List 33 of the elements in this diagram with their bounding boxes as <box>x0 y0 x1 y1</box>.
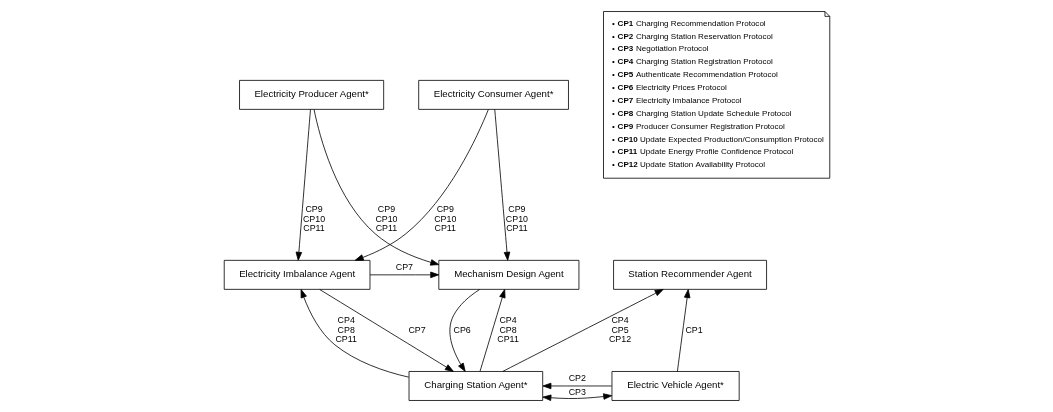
edge-label: CP9 CP10 CP11 <box>505 203 528 234</box>
arrow <box>676 289 690 372</box>
edge-label: CP4 CP5 CP12 <box>608 315 631 345</box>
arrow <box>313 109 439 266</box>
arrow <box>449 289 480 372</box>
edge-label: CP1 <box>684 324 703 335</box>
edge-label: CP7 <box>395 261 413 272</box>
edge-label: CP4 CP8 CP11 <box>334 315 357 345</box>
node-box: Electric Vehicle Agent* <box>611 371 740 401</box>
arrow <box>541 393 612 401</box>
node-box: Electricity Producer Agent* <box>238 79 384 110</box>
edge-label: CP7 <box>407 324 426 335</box>
arrow <box>318 289 454 372</box>
edge-label: CP9 CP10 CP11 <box>302 203 325 234</box>
arrow <box>501 289 664 372</box>
edge-label: CP9 CP10 CP11 <box>433 203 456 234</box>
node-box: Electricity Consumer Agent* <box>417 79 569 110</box>
edge-label: CP4 CP8 CP11 <box>496 315 519 345</box>
arrow <box>295 108 311 261</box>
arrow <box>542 382 612 390</box>
node-box: Electricity Imbalance Agent <box>223 259 370 290</box>
node-box: Mechanism Design Agent <box>437 259 579 290</box>
arrow <box>369 271 439 279</box>
edge-label: CP2 <box>568 372 586 383</box>
arrow <box>354 109 489 261</box>
arrow <box>493 108 510 261</box>
node-box: Station Recommender Agent <box>612 259 767 290</box>
edge-label: CP3 <box>568 387 586 398</box>
edge-label: CP6 <box>453 324 471 335</box>
arrow <box>300 289 409 378</box>
arrow <box>479 289 505 372</box>
node-box: Charging Station Agent* <box>408 371 543 401</box>
edge-label: CP9 CP10 CP11 <box>374 203 398 234</box>
